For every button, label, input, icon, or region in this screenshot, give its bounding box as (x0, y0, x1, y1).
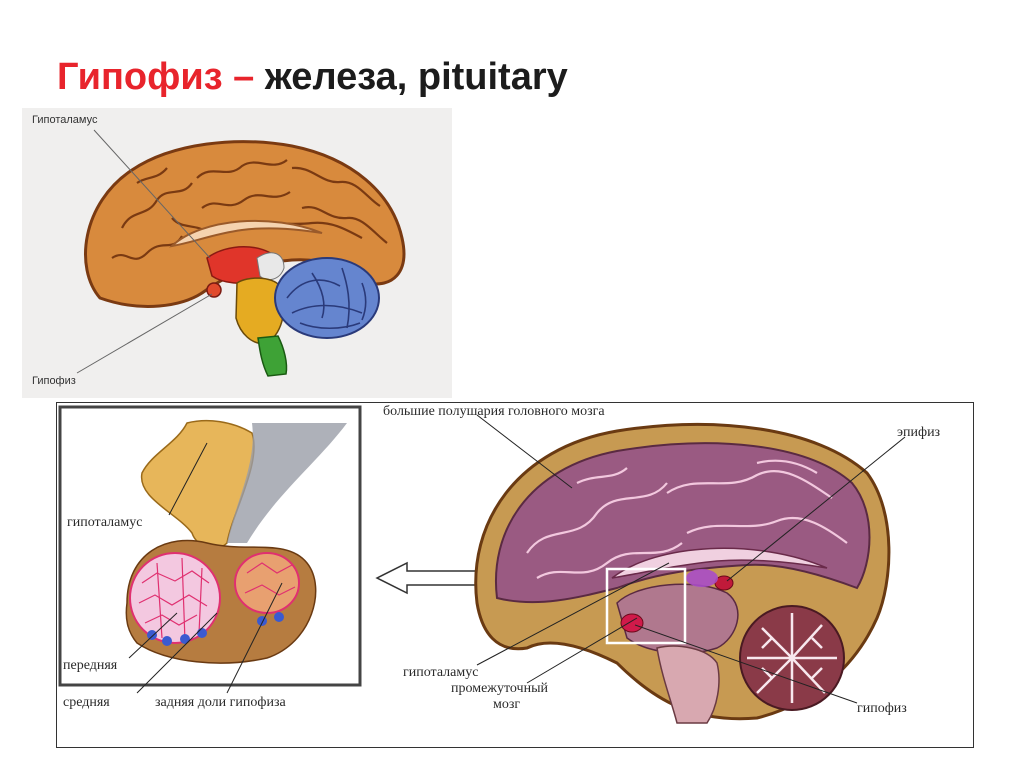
leader-anterior (128, 612, 178, 659)
leader-pituitary (76, 293, 213, 374)
neuron-clusters (147, 612, 284, 646)
cerebellum (274, 257, 380, 339)
leader-hypothalamus-inset (168, 442, 208, 516)
label-posterior: задняя доли гипофиза (155, 695, 286, 710)
medulla (257, 335, 288, 377)
stalk-shadow (227, 423, 347, 543)
brain-section-svg (58, 405, 906, 724)
hypothalamus-section (686, 569, 718, 587)
label-hypothalamus-inset: гипоталамус (67, 515, 143, 530)
label-middle: средняя (63, 695, 110, 710)
leader-posterior (226, 582, 283, 694)
label-hypothalamus-main: гипоталамус (403, 665, 479, 680)
leader-hypothalamus (93, 129, 211, 259)
brainstem-section (656, 645, 720, 724)
brain-section-diagram: большие полушария головного мозга эпифиз… (56, 402, 974, 748)
leader-hypothalamus-main (476, 562, 670, 666)
leader-diencephalon (526, 617, 638, 684)
corpus-callosum-section (611, 547, 828, 579)
thalamus-region (256, 252, 285, 281)
label-diencephalon-1: промежуточный (451, 681, 548, 696)
cerebrum-purple (495, 442, 871, 604)
slide-title: Гипофиз – железа, pituitary (57, 52, 568, 102)
posterior-lobe (234, 552, 300, 614)
leader-hemispheres (476, 414, 573, 489)
brainstem (235, 277, 285, 345)
arbor-vitae (747, 613, 837, 703)
label-hypothalamus-top: Гипоталамус (32, 114, 98, 126)
label-epiphysis: эпифиз (897, 425, 941, 440)
selection-box (605, 567, 687, 645)
pituitary-gland (206, 282, 222, 298)
brain-sagittal-illustration: Гипоталамус Гипофиз (22, 108, 452, 398)
label-diencephalon-2: мозг (493, 697, 521, 712)
cerebellum-folia (286, 267, 367, 330)
label-pituitary-top: Гипофиз (32, 375, 76, 387)
pituitary-section (620, 613, 644, 633)
section-gyri (526, 459, 848, 579)
leader-pituitary-main (634, 624, 858, 704)
label-anterior: передняя (63, 658, 118, 673)
brain-sagittal-svg (76, 129, 406, 377)
label-hemispheres: большие полушария головного мозга (383, 404, 605, 419)
title-rest: железа, pituitary (254, 56, 568, 98)
anterior-lobe (129, 552, 221, 644)
leader-epiphysis (726, 436, 906, 582)
label-pituitary-main: гипофиз (857, 701, 907, 716)
corpus-callosum (168, 219, 323, 248)
capillary-net (138, 557, 296, 642)
title-accent: Гипофиз – (57, 56, 255, 98)
leader-middle (136, 612, 218, 694)
